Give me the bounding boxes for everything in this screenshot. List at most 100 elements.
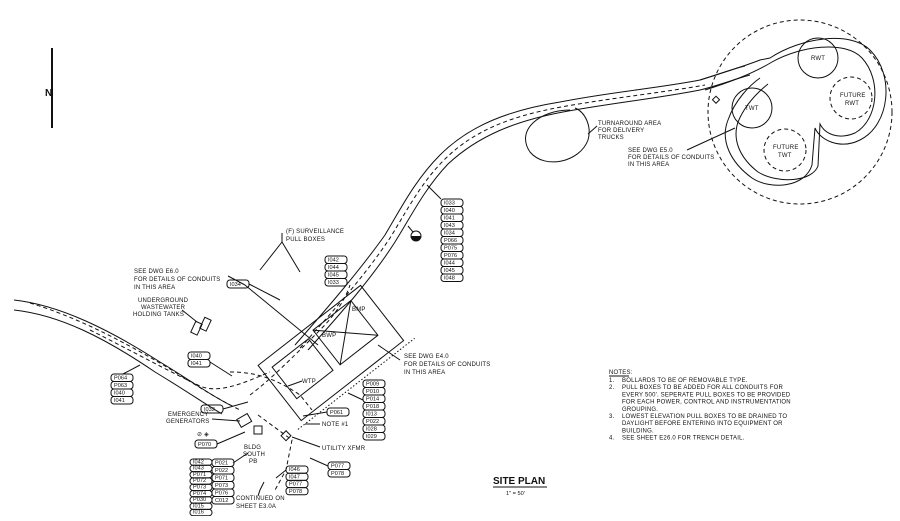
future-rwt-label-2: RWT	[845, 101, 859, 107]
tag-label: I041	[114, 398, 125, 404]
see-e40-line-3: IN THIS AREA	[404, 370, 445, 376]
tag-p070: P070	[194, 431, 246, 449]
tag-label: P009	[366, 382, 379, 388]
continued-line-2: SHEET E3.0A	[236, 504, 276, 510]
see-e60-line-1: SEE DWG E6.0	[134, 269, 179, 275]
svg-text:P070: P070	[198, 442, 211, 448]
surveillance-line-2: PULL BOXES	[286, 237, 325, 243]
north-arrow-icon: N	[45, 48, 53, 128]
tag-label: I041	[191, 361, 202, 367]
bldg-south-pb-callout: BLDG SOUTH PB	[243, 425, 265, 465]
tag-label: P071	[193, 472, 206, 478]
note-text: DAYLIGHT BEFORE ENTERING INTO EQUIPMENT …	[622, 421, 783, 427]
svg-text:I034: I034	[230, 282, 241, 288]
title-main: SITE PLAN	[493, 476, 545, 487]
see-e50-line-2: FOR DETAILS OF CONDUITS	[628, 155, 715, 161]
utility-xfmr-callout: UTILITY XFMR	[280, 430, 366, 452]
tag-box	[187, 359, 211, 368]
twt-tank-icon	[731, 87, 773, 129]
surveillance-callout: (F) SURVEILLANCE PULL BOXES	[259, 229, 344, 273]
pull-box-icon	[711, 95, 721, 104]
tag-label: C012	[215, 498, 228, 504]
note-text: LOWEST ELEVATION PULL BOXES TO BE DRAINE…	[622, 414, 787, 420]
tag-label: I045	[444, 268, 455, 274]
surveillance-line-1: (F) SURVEILLANCE	[286, 229, 344, 235]
tag-box	[110, 396, 134, 405]
tag-label: P022	[366, 419, 379, 425]
tag-label: P014	[366, 397, 379, 403]
tag-i032: I032	[200, 401, 249, 414]
wastewater-line-3: HOLDING TANKS	[133, 312, 184, 318]
note-text: PULL BOXES TO BE ADDED FOR ALL CONDUITS …	[622, 385, 783, 391]
tag-label: I043	[444, 223, 455, 229]
west-access-road	[13, 299, 271, 415]
main-access-road	[294, 65, 751, 351]
note-number: 3.	[609, 414, 615, 420]
tag-label: P074	[193, 491, 206, 497]
svg-text:P061: P061	[330, 410, 343, 416]
continued-line-1: CONTINUED ON	[236, 496, 285, 502]
notes-block: NOTES: 1.BOLLARDS TO BE OF REMOVABLE TYP…	[609, 370, 791, 442]
wastewater-callout: UNDERGROUND WASTEWATER HOLDING TANKS	[133, 298, 212, 336]
future-twt-tank-icon	[763, 128, 807, 172]
tag-label: P072	[193, 478, 206, 484]
tag-label: P073	[193, 485, 206, 491]
tag-label: P071	[215, 476, 228, 482]
tag-label: P073	[215, 483, 228, 489]
continued-callout: CONTINUED ON SHEET E3.0A	[236, 481, 285, 510]
tag-label: I042	[328, 258, 339, 264]
note-text: BUILDING.	[622, 428, 654, 434]
tag-label: I029	[366, 434, 377, 440]
bldg-line-2: SOUTH	[243, 452, 265, 458]
bmp-building	[312, 299, 379, 366]
tag-label: P077	[289, 482, 302, 488]
note-text: GROUPING.	[622, 407, 658, 413]
holding-tank-icon	[190, 320, 203, 336]
future-rwt-tank-icon	[829, 76, 873, 120]
pull-box-icon	[253, 425, 263, 435]
tag-label: P022	[215, 468, 228, 474]
tag-label: P078	[331, 471, 344, 477]
tag-label: P030	[193, 497, 206, 503]
future-rwt-label-1: FUTURE	[840, 93, 866, 99]
holding-tank-icon-2	[199, 316, 212, 332]
tag-label: I044	[444, 261, 455, 267]
tag-p061: P061	[302, 407, 350, 417]
tag-label: I043	[193, 466, 204, 472]
svg-text:⊘ ◈: ⊘ ◈	[197, 432, 209, 438]
note-number: 4.	[609, 436, 615, 442]
tag-label: I045	[328, 273, 339, 279]
site-plan-title: SITE PLAN 1" = 50'	[493, 476, 547, 497]
tag-label: I033	[328, 280, 339, 286]
road-tag-stack: I033I040I041I043I034P066P075P076I044I045…	[440, 198, 464, 282]
title-scale: 1" = 50'	[506, 491, 525, 497]
see-e60-line-3: IN THIS AREA	[134, 285, 175, 291]
transformer-icon	[280, 430, 292, 442]
tag-label: I028	[366, 427, 377, 433]
tag-i034: I034	[226, 279, 281, 301]
tag-label: P064	[114, 376, 127, 382]
tag-label: P076	[215, 491, 228, 497]
tag-box	[362, 432, 386, 441]
note-text: FOR EACH POWER, CONTROL AND INSTRUMENTAT…	[622, 400, 791, 406]
tank-site: RWT FUTURE RWT TWT FUTURE TWT	[699, 19, 893, 205]
bwp-label: BWP	[322, 333, 336, 339]
notes-heading: NOTES:	[609, 370, 633, 376]
turnaround-callout: TURNAROUND AREA FOR DELIVERY TRUCKS	[587, 121, 661, 141]
note-text: EVERY 500'. SEPERATE PULL BOXES TO BE PR…	[622, 392, 791, 398]
tag-label: P018	[366, 404, 379, 410]
tag-label: I042	[193, 459, 204, 465]
tag-box	[324, 278, 348, 287]
north-letter: N	[45, 88, 52, 99]
see-e40-line-1: SEE DWG E4.0	[404, 354, 449, 360]
turnaround-line-3: TRUCKS	[598, 135, 624, 141]
rwt-tank-icon	[797, 37, 839, 79]
